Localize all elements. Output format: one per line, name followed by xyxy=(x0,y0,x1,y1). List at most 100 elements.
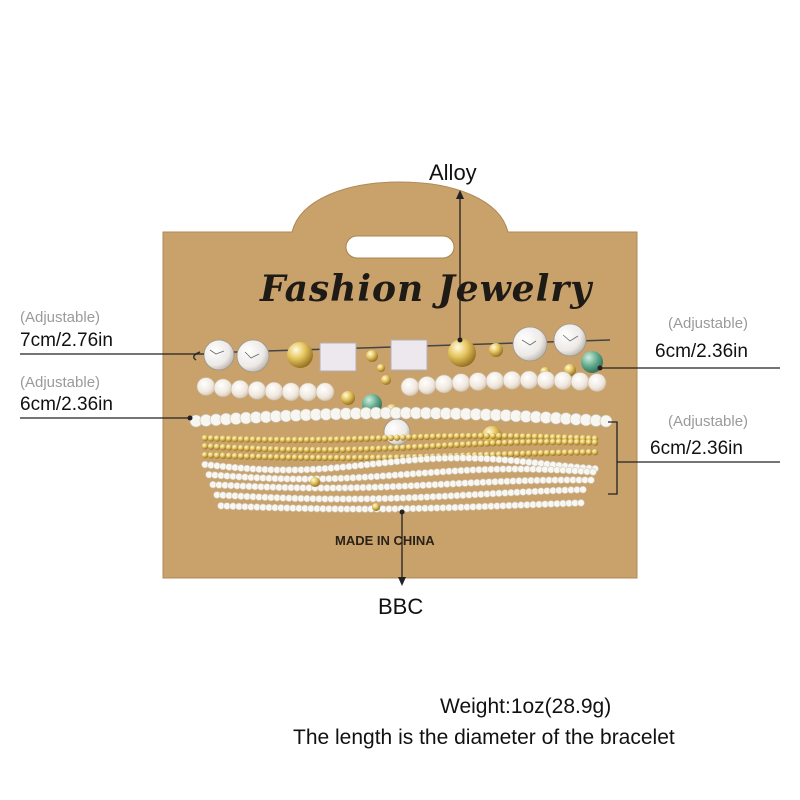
bead xyxy=(483,432,491,440)
bead xyxy=(298,382,318,402)
made-in-label: MADE IN CHINA xyxy=(335,533,435,548)
bead xyxy=(435,433,443,440)
bead xyxy=(507,433,515,440)
bead xyxy=(363,445,371,453)
bead xyxy=(375,435,383,442)
bead xyxy=(273,446,281,453)
bead xyxy=(247,381,267,400)
bead xyxy=(201,434,209,442)
bead xyxy=(243,453,251,460)
bead xyxy=(291,436,299,444)
bead xyxy=(399,444,407,451)
bead xyxy=(543,433,551,441)
bead xyxy=(477,440,485,447)
bead xyxy=(375,454,383,461)
bead xyxy=(477,432,485,440)
bead xyxy=(225,435,233,443)
right-mid-size: 6cm/2.36in xyxy=(650,438,743,459)
callout-arrows xyxy=(187,190,603,586)
bead xyxy=(451,373,471,392)
bead xyxy=(531,450,539,457)
bead xyxy=(591,439,599,446)
bead xyxy=(231,444,239,451)
bead xyxy=(315,454,323,462)
bead xyxy=(525,450,533,457)
bead xyxy=(249,445,257,452)
bead xyxy=(333,446,341,454)
bead xyxy=(231,435,239,443)
bead xyxy=(261,453,269,461)
bead xyxy=(303,446,311,454)
bead xyxy=(357,435,365,443)
bead xyxy=(555,438,563,446)
bead xyxy=(519,370,539,390)
bead xyxy=(237,453,245,460)
bead xyxy=(339,446,347,453)
bead xyxy=(399,434,407,441)
bead xyxy=(513,439,521,446)
bead xyxy=(255,453,263,461)
bead xyxy=(501,432,509,440)
bead xyxy=(279,446,287,453)
bracelet-cords xyxy=(193,351,201,361)
bead xyxy=(468,372,488,391)
bead xyxy=(549,449,557,457)
bead xyxy=(327,436,335,443)
bead xyxy=(237,444,245,452)
bead xyxy=(417,433,425,441)
bead xyxy=(291,446,299,454)
bead xyxy=(549,434,557,441)
bead xyxy=(297,454,305,461)
bead xyxy=(585,449,593,456)
bead xyxy=(501,451,509,458)
bead xyxy=(429,433,437,440)
bead xyxy=(375,445,383,452)
bead xyxy=(447,441,455,449)
bead xyxy=(309,446,317,454)
bead xyxy=(261,445,269,453)
bead xyxy=(267,436,275,444)
bead xyxy=(243,436,251,443)
bead xyxy=(351,435,359,443)
bead xyxy=(411,433,419,441)
bead xyxy=(495,439,503,447)
bead xyxy=(434,374,454,394)
bead xyxy=(400,377,420,397)
bead xyxy=(285,446,293,453)
bead xyxy=(519,439,527,446)
bead xyxy=(369,435,377,442)
bead xyxy=(339,436,347,443)
bbc-label: BBC xyxy=(378,594,424,619)
bead xyxy=(570,372,590,391)
bead xyxy=(465,432,473,440)
bead xyxy=(417,443,425,450)
bead xyxy=(315,446,323,454)
bead xyxy=(589,468,597,476)
bead xyxy=(411,443,419,451)
bead xyxy=(196,377,216,396)
bead xyxy=(553,371,573,390)
bead xyxy=(273,436,281,444)
bead xyxy=(441,433,449,440)
bead xyxy=(405,444,413,451)
bead xyxy=(561,449,569,456)
bead xyxy=(261,436,269,443)
bead xyxy=(363,435,371,442)
bead xyxy=(381,434,389,442)
bead xyxy=(345,436,353,443)
bead xyxy=(231,452,239,460)
bead xyxy=(213,443,221,451)
bead xyxy=(207,452,215,459)
bead xyxy=(357,454,365,462)
bead xyxy=(351,446,359,453)
bbc-arrow-icon xyxy=(398,577,406,586)
bead xyxy=(219,444,227,451)
bead xyxy=(363,454,371,462)
bead xyxy=(297,436,305,444)
bead xyxy=(579,485,587,494)
bead xyxy=(321,436,329,443)
weight-text: Weight:1oz(28.9g) xyxy=(440,695,612,718)
bead xyxy=(279,436,287,444)
bead xyxy=(441,442,449,449)
